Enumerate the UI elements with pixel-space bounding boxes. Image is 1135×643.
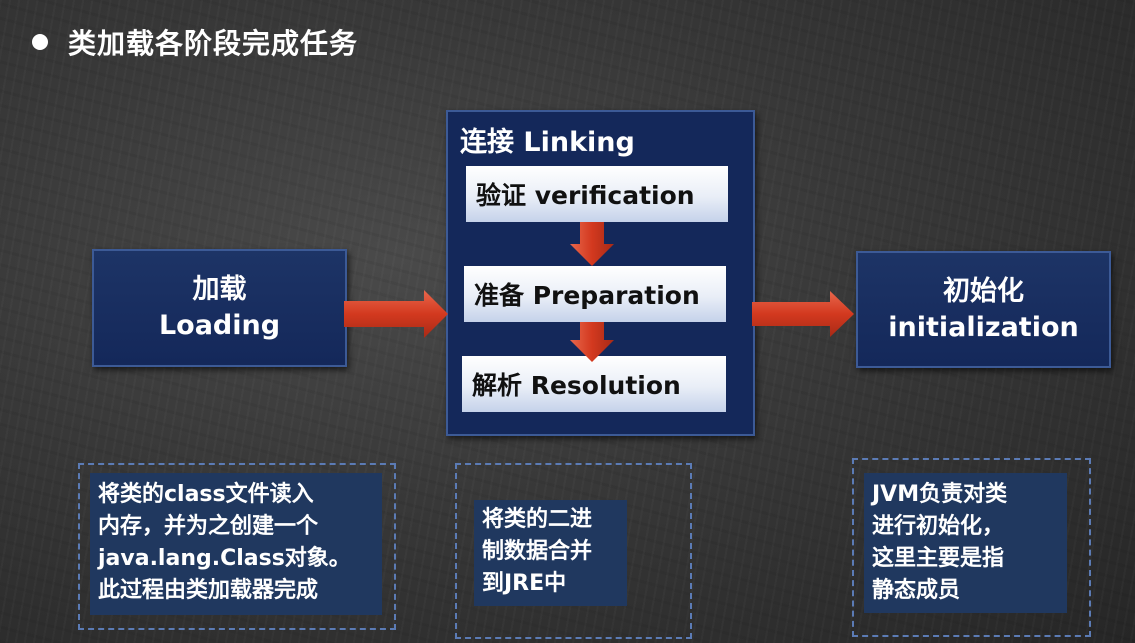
- initialization-desc-line: 进行初始化，: [872, 514, 1005, 539]
- initialization-description-frame: [852, 458, 1091, 637]
- linking-description-frame: [455, 463, 692, 639]
- loading-en-label: Loading: [158, 310, 281, 341]
- linking-desc-line: 将类的二进: [482, 507, 593, 532]
- loading-desc-line: java.lang.Class对象。: [98, 546, 351, 571]
- loading-description-frame: [78, 463, 396, 630]
- initialization-en-label: initialization: [888, 311, 1079, 343]
- arrow-linking-to-initialization: [752, 291, 854, 337]
- linking-desc-line: 制数据合并: [482, 539, 593, 564]
- arrow-loading-to-linking: [344, 290, 448, 338]
- loading-desc-line: 将类的class文件读入: [98, 482, 314, 507]
- bullet-icon: [32, 34, 48, 50]
- preparation-step: 准备 Preparation: [464, 266, 726, 322]
- linking-stage-box: 连接 Linking 验证 verification 准备 Preparatio…: [446, 110, 755, 436]
- verification-step: 验证 verification: [466, 166, 728, 222]
- initialization-desc-line: 静态成员: [872, 578, 961, 603]
- initialization-description: JVM负责对类 进行初始化， 这里主要是指 静态成员: [864, 473, 1067, 613]
- initialization-desc-line: JVM负责对类: [872, 482, 1008, 507]
- loading-stage-box: 加载 Loading: [92, 249, 347, 367]
- loading-desc-line: 内存，并为之创建一个: [98, 514, 319, 539]
- loading-description: 将类的class文件读入 内存，并为之创建一个 java.lang.Class对…: [90, 473, 382, 615]
- slide-title: 类加载各阶段完成任务: [68, 27, 359, 60]
- linking-title: 连接 Linking: [460, 127, 635, 158]
- initialization-desc-line: 这里主要是指: [872, 546, 1005, 571]
- resolution-step: 解析 Resolution: [462, 356, 726, 412]
- linking-description: 将类的二进 制数据合并 到JRE中: [474, 500, 627, 606]
- initialization-zh-label: 初始化: [943, 275, 1024, 307]
- loading-desc-line: 此过程由类加载器完成: [98, 578, 319, 603]
- linking-desc-line: 到JRE中: [482, 571, 567, 596]
- initialization-stage-box: 初始化 initialization: [856, 251, 1111, 368]
- slide-title-row: 类加载各阶段完成任务: [32, 22, 358, 62]
- loading-zh-label: 加载: [192, 274, 247, 305]
